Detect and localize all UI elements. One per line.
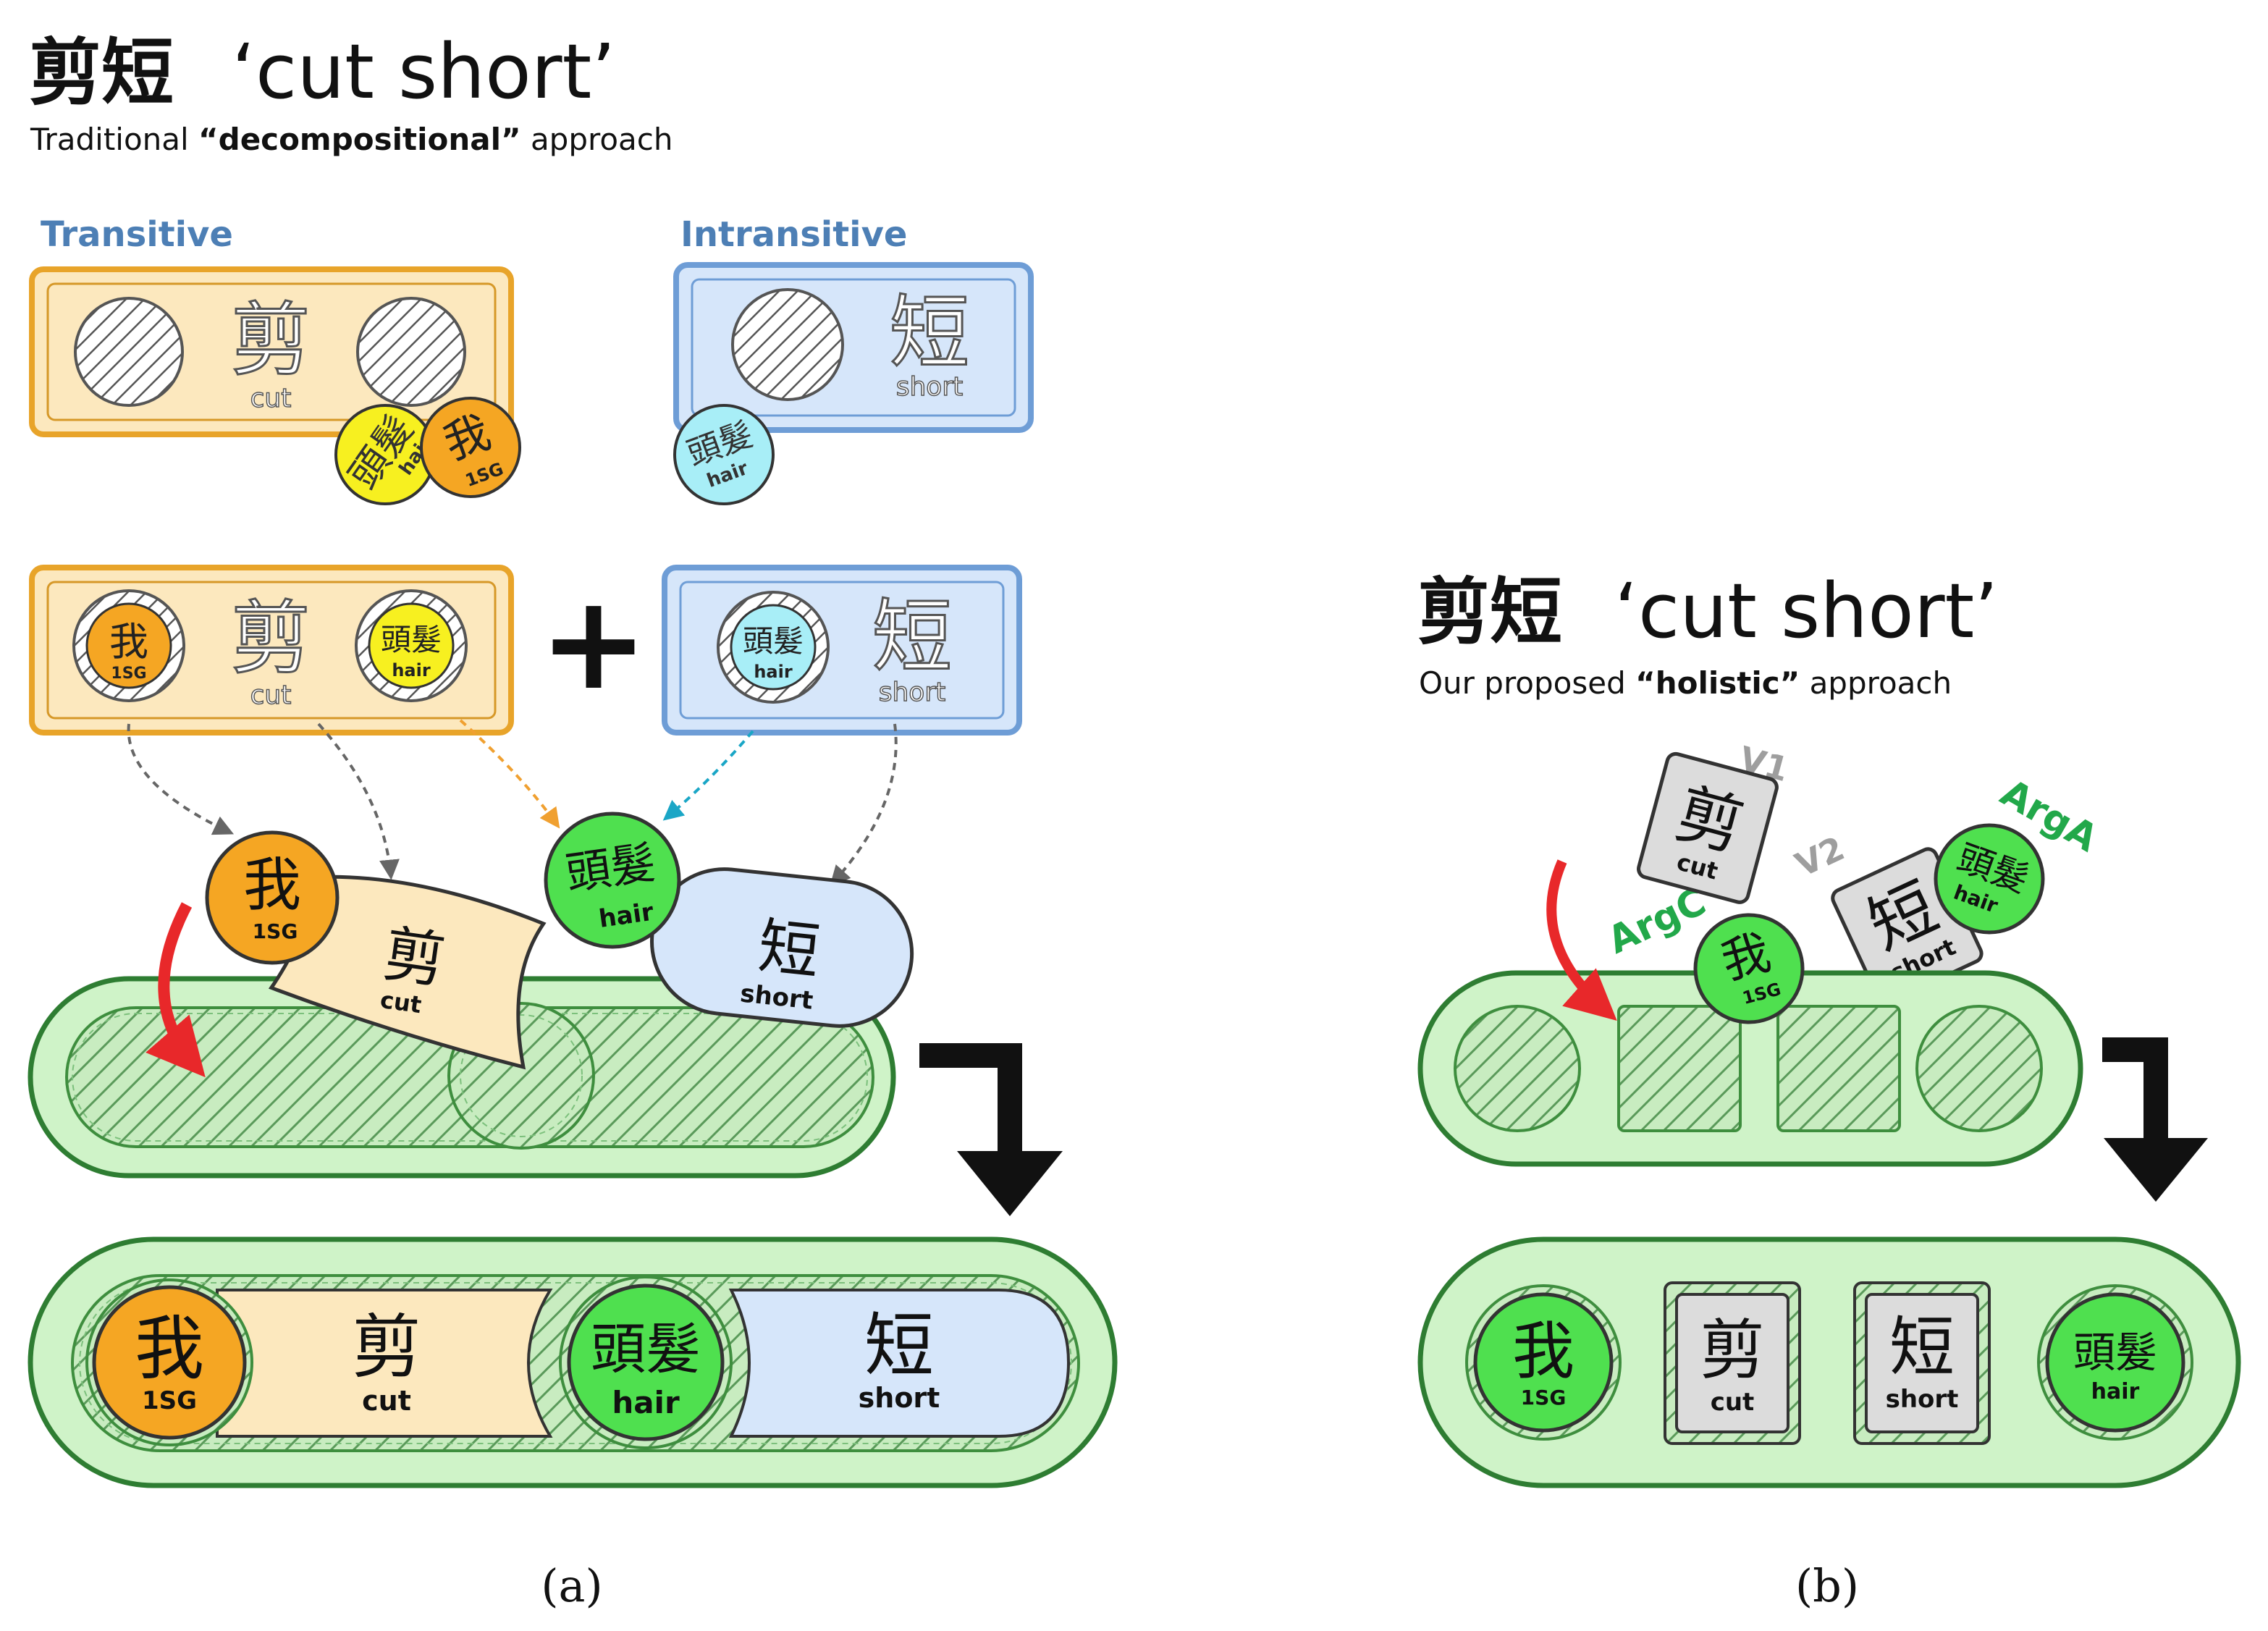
final-hair-cn: 頭髮	[591, 1317, 701, 1381]
filled-verb-en: short	[879, 678, 946, 707]
transitive-frame: 剪 cut	[29, 266, 514, 437]
dashed-arrows	[127, 719, 898, 887]
filled-i-cn: 我	[109, 619, 148, 665]
panel-a-title-cn: 剪短	[29, 30, 174, 115]
final-cut-cn: 剪	[352, 1307, 421, 1388]
final-cut-en: cut	[362, 1385, 411, 1417]
filled-i-en: 1SG	[111, 665, 146, 683]
transitive-label: Transitive	[41, 214, 233, 255]
incoming-i-en: 1SG	[253, 919, 298, 943]
incoming-cut-cn: 剪	[379, 918, 450, 997]
intransitive-label: Intransitive	[680, 214, 907, 255]
incoming-cut-en: cut	[379, 986, 423, 1019]
incoming-arg-hair: 頭髮 hair	[544, 812, 681, 949]
b-final-short-en: short	[1886, 1385, 1959, 1414]
panel-a: 剪短 ‘cut short’ Traditional “decompositio…	[28, 28, 1118, 1612]
b-final-cut-en: cut	[1711, 1388, 1755, 1417]
construction-slot-filled-b: 我 1SG 剪 cut 短 short 頭髮 hair	[1417, 1236, 2241, 1488]
incoming-verb-cut: 剪 cut	[268, 874, 547, 1070]
intransitive-verb-en: short	[896, 372, 964, 402]
b-final-i-cn: 我	[1512, 1315, 1574, 1388]
panel-a-subtitle-bold: “decompositional”	[198, 122, 521, 157]
construction-slot-empty-b	[1417, 970, 2083, 1167]
intransitive-frame-filled: 頭髮 hair 短 short	[662, 565, 1022, 736]
final-i-cn: 我	[135, 1308, 204, 1389]
b-final-hair-en: hair	[2091, 1379, 2140, 1404]
b-final-cut-cn: 剪	[1700, 1312, 1765, 1388]
panel-a-caption: (a)	[541, 1559, 602, 1612]
incoming-short-cn: 短	[755, 911, 823, 987]
incoming-hair-cn: 頭髮	[562, 835, 659, 901]
construction-slot-filled-a: 我 1SG 剪 cut 頭髮 hair 短 short	[28, 1236, 1118, 1488]
panel-a-subtitle: Traditional “decompositional” approach	[30, 122, 673, 157]
panel-a-title-en: ‘cut short’	[232, 28, 615, 116]
transitive-arg-slot-1	[74, 297, 184, 407]
i-token-transitive: 我 1SG	[420, 397, 521, 498]
filled-verb-en: cut	[250, 680, 292, 710]
transitive-arg-slot-2	[356, 297, 466, 407]
transitive-verb-cn: 剪	[231, 294, 311, 387]
argc-ball: 我 1SG	[1693, 913, 1805, 1024]
hair-token-intransitive: 頭髮 hair	[673, 404, 775, 505]
panel-b-subtitle-post: approach	[1800, 665, 1952, 701]
panel-b-title-en: ‘cut short’	[1614, 567, 1998, 655]
final-short-en: short	[859, 1382, 940, 1414]
plus-sign: +	[539, 568, 649, 719]
v1-tile: 剪 cut	[1637, 751, 1779, 904]
bend-arrow-a	[919, 1043, 1063, 1216]
panel-b-subtitle: Our proposed “holistic” approach	[1419, 665, 1952, 701]
b-final-i-en: 1SG	[1521, 1386, 1567, 1409]
incoming-arg-i: 我 1SG	[205, 830, 340, 965]
transitive-verb-en: cut	[250, 384, 292, 413]
panel-a-subtitle-pre: Traditional	[30, 122, 198, 157]
panel-a-subtitle-post: approach	[521, 122, 673, 157]
bend-arrow-b	[2102, 1037, 2208, 1202]
filled-verb-cn: 短	[872, 591, 952, 683]
filled-verb-cn: 剪	[231, 592, 311, 685]
red-arrow-b	[1546, 859, 1617, 1021]
incoming-verb-short: 短 short	[649, 867, 914, 1028]
panel-b-caption: (b)	[1795, 1559, 1859, 1612]
final-short-cn: 短	[864, 1305, 934, 1386]
b-final-short-cn: 短	[1889, 1310, 1955, 1386]
panel-b-subtitle-bold: “holistic”	[1635, 665, 1800, 701]
panel-b-subtitle-pre: Our proposed	[1419, 665, 1635, 701]
intransitive-verb-cn: 短	[890, 287, 969, 379]
filled-hair-en: hair	[392, 660, 431, 680]
intransitive-arg-slot	[731, 288, 844, 401]
arga-ball: 頭髮 hair	[1934, 823, 2045, 935]
final-i-en: 1SG	[142, 1386, 197, 1415]
final-hair-en: hair	[612, 1385, 680, 1420]
label-v2: V2	[1789, 828, 1850, 885]
filled-hair-cn: 頭髮	[743, 623, 804, 659]
red-arrow-a	[146, 902, 206, 1078]
transitive-frame-filled: 我 1SG 剪 cut 頭髮 hair	[29, 565, 514, 736]
b-final-hair-cn: 頭髮	[2073, 1328, 2157, 1377]
panel-b-title-cn: 剪短	[1417, 570, 1562, 654]
intransitive-frame: 短 short	[673, 262, 1034, 433]
incoming-i-cn: 我	[243, 851, 301, 919]
filled-hair-en: hair	[754, 662, 793, 682]
panel-b: 剪短 ‘cut short’ Our proposed “holistic” a…	[1417, 567, 2241, 1612]
filled-hair-cn: 頭髮	[381, 622, 442, 657]
